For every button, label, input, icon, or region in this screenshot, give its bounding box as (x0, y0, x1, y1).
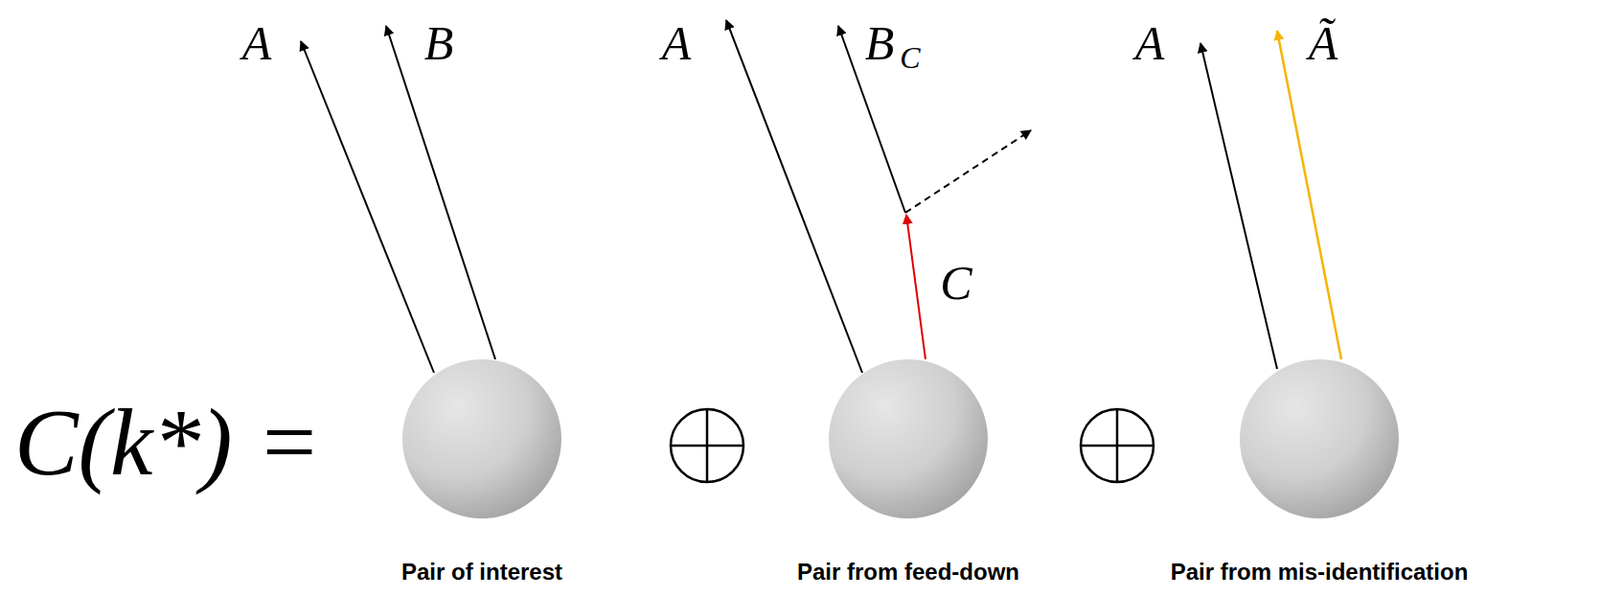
particle-label: C (939, 258, 972, 307)
particle-label: A (662, 19, 692, 68)
particle-track (1200, 43, 1278, 369)
particle-track (386, 25, 496, 360)
caption: Pair of interest (401, 558, 563, 587)
sphere-shape (1239, 359, 1399, 519)
decay-track (905, 130, 1031, 213)
particle-track (300, 41, 435, 373)
collision-sphere: Pair from feed-down (828, 359, 988, 519)
particle-label: A (1135, 19, 1166, 68)
collision-sphere: Pair from mis-identification (1239, 359, 1399, 519)
parent-track (906, 214, 926, 360)
sphere-shape (402, 359, 562, 519)
particle-label: B (865, 19, 895, 68)
particle-label: Ã (1308, 19, 1339, 68)
equation-lhs: C(k*) = (14, 394, 321, 491)
caption: Pair from feed-down (797, 558, 1020, 587)
particle-label: A (242, 19, 273, 68)
caption: Pair from mis-identification (1170, 558, 1469, 587)
misid-track (1277, 30, 1342, 360)
plus-symbol (670, 409, 744, 482)
plus-symbol (1080, 409, 1154, 482)
particle-label: B (424, 19, 455, 68)
particle-track (726, 20, 863, 373)
subscript-label: C (899, 42, 920, 73)
collision-sphere: Pair of interest (402, 359, 562, 519)
sphere-shape (828, 359, 988, 519)
